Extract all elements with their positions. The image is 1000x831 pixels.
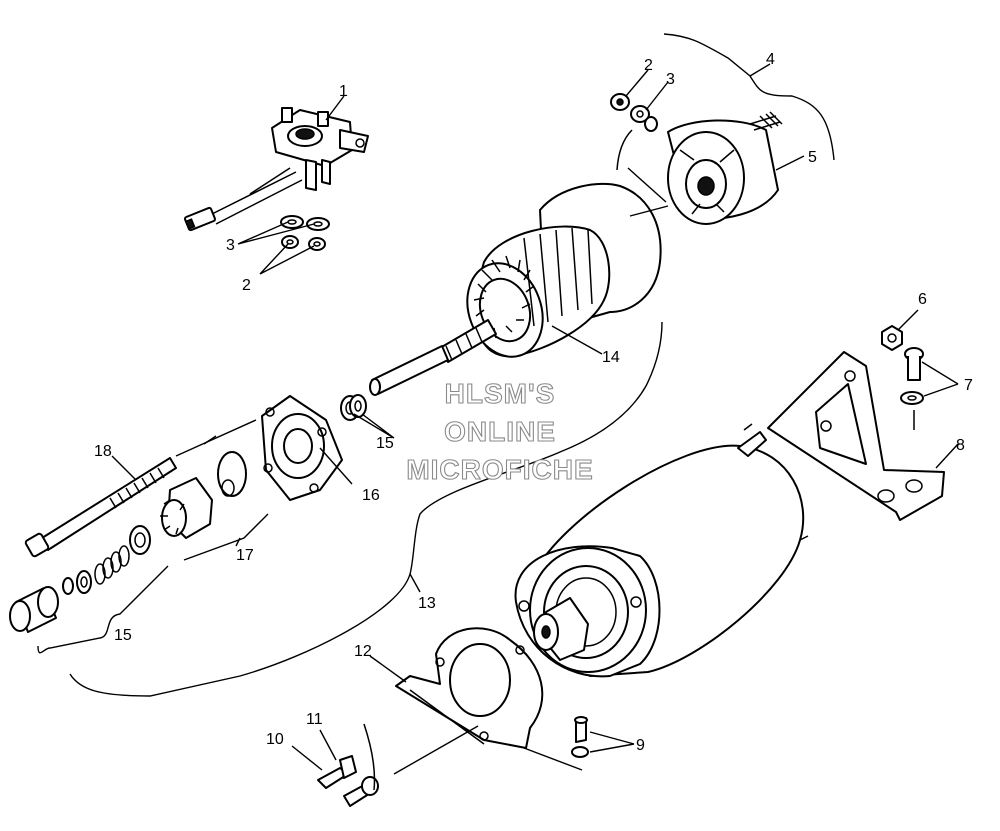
callout-15-upper: 15 [376, 435, 394, 452]
callout-3-endcap: 3 [666, 71, 675, 88]
rear-mount-bracket [767, 325, 945, 521]
callout-13: 13 [418, 595, 436, 612]
callout-11: 11 [306, 711, 323, 728]
callout-2-solenoid: 2 [242, 277, 251, 294]
washers-and-nuts-set [280, 215, 330, 251]
callout-6: 6 [918, 291, 927, 308]
watermark: HLSM'S ONLINE MICROFICHE [406, 377, 593, 485]
front-mount-bracket [395, 627, 544, 749]
callout-14: 14 [602, 349, 620, 366]
spring-and-retainer-set [9, 545, 130, 633]
starter-solenoid [184, 107, 369, 232]
callout-5: 5 [808, 149, 817, 166]
callout-7: 7 [964, 377, 973, 394]
callout-1: 1 [339, 83, 348, 100]
leader-lines [37, 33, 959, 775]
callout-15-lower: 15 [114, 627, 132, 644]
callout-12: 12 [354, 643, 372, 660]
mount-bolts-set [317, 716, 589, 807]
through-bolt [24, 457, 177, 558]
callout-4: 4 [766, 51, 775, 68]
drive-end-plate [261, 395, 343, 501]
watermark-line-3: MICROFICHE [406, 454, 593, 485]
watermark-line-1: HLSM'S [445, 378, 556, 409]
callout-labels: 1 3 2 2 3 4 5 6 7 8 9 10 11 12 13 14 15 … [94, 51, 973, 754]
armature-motor-housing [369, 182, 662, 396]
callout-17: 17 [236, 547, 254, 564]
end-cap-assembly [610, 93, 783, 225]
drive-pinion-set [129, 451, 247, 555]
callout-18: 18 [94, 443, 112, 460]
callout-16: 16 [362, 487, 380, 504]
callout-2-endcap: 2 [644, 57, 653, 74]
starter-motor-assembly [514, 423, 809, 678]
callout-9: 9 [636, 737, 645, 754]
callout-10: 10 [266, 731, 284, 748]
callout-3-solenoid: 3 [226, 237, 235, 254]
shaft-washers [340, 394, 367, 421]
watermark-line-2: ONLINE [444, 416, 556, 447]
callout-8: 8 [956, 437, 965, 454]
